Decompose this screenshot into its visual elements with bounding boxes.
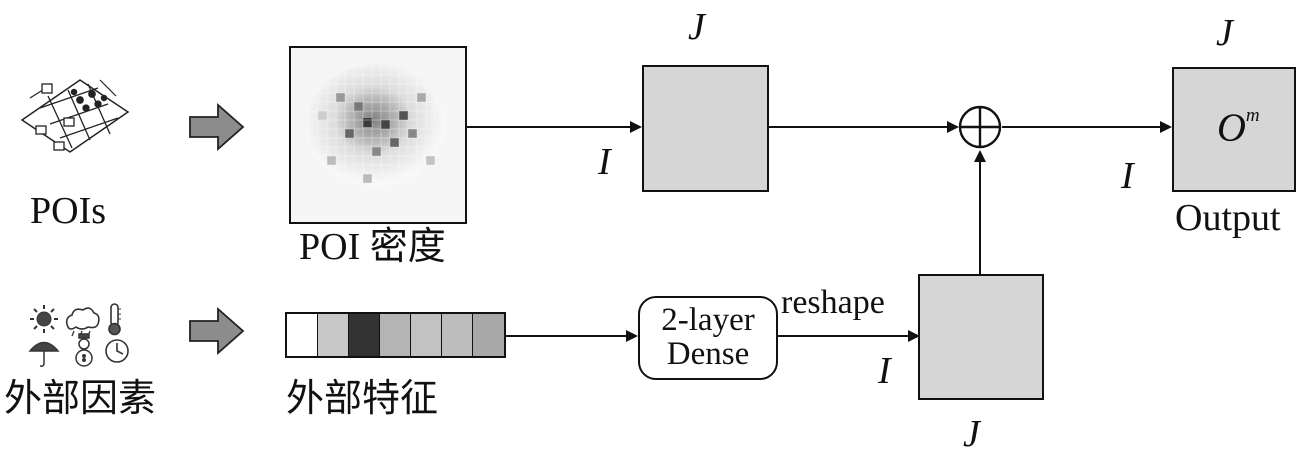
poi-map-icon (20, 79, 130, 153)
input-arrow-pois (189, 103, 245, 151)
pois-label: POIs (30, 190, 107, 232)
umbrella-icon (28, 341, 60, 367)
external-factors-label: 外部因素 (4, 378, 157, 420)
sun-icon (30, 305, 58, 333)
external-features-label: 外部特征 (286, 378, 439, 420)
feature-cell (318, 314, 349, 356)
dim-i-poi-box: I (598, 141, 611, 183)
snowman-icon (75, 333, 93, 367)
dense-label-line2: Dense (666, 336, 750, 372)
poi-density-heatmap (289, 46, 467, 224)
cloud-icon (65, 307, 100, 337)
reshape-label: reshape (781, 284, 885, 321)
dim-j-poi-box: J (688, 6, 705, 48)
feature-cell (380, 314, 411, 356)
feature-cell (411, 314, 442, 356)
dense-layer-box: 2-layer Dense (638, 296, 778, 380)
output-symbol: Om (1217, 104, 1260, 150)
external-feature-vector (285, 312, 506, 358)
external-feature-box (918, 274, 1044, 400)
dim-i-output: I (1121, 155, 1134, 197)
poi-feature-box (642, 65, 769, 192)
feature-cell (442, 314, 473, 356)
dim-j-external-box: J (963, 413, 980, 455)
output-box (1172, 67, 1296, 192)
output-symbol-base: O (1217, 105, 1246, 150)
output-symbol-superscript: m (1245, 104, 1260, 126)
thermometer-icon (108, 303, 121, 336)
poi-density-label: POI 密度 (299, 226, 446, 268)
fusion-plus-node (958, 105, 1002, 149)
clock-icon (105, 339, 129, 363)
dim-j-output: J (1216, 12, 1233, 54)
feature-cell (473, 314, 504, 356)
feature-cell (349, 314, 380, 356)
dim-i-external-box: I (878, 350, 891, 392)
input-arrow-external (189, 307, 245, 355)
feature-cell (287, 314, 318, 356)
dense-label-line1: 2-layer (661, 302, 755, 339)
output-label: Output (1175, 197, 1281, 239)
